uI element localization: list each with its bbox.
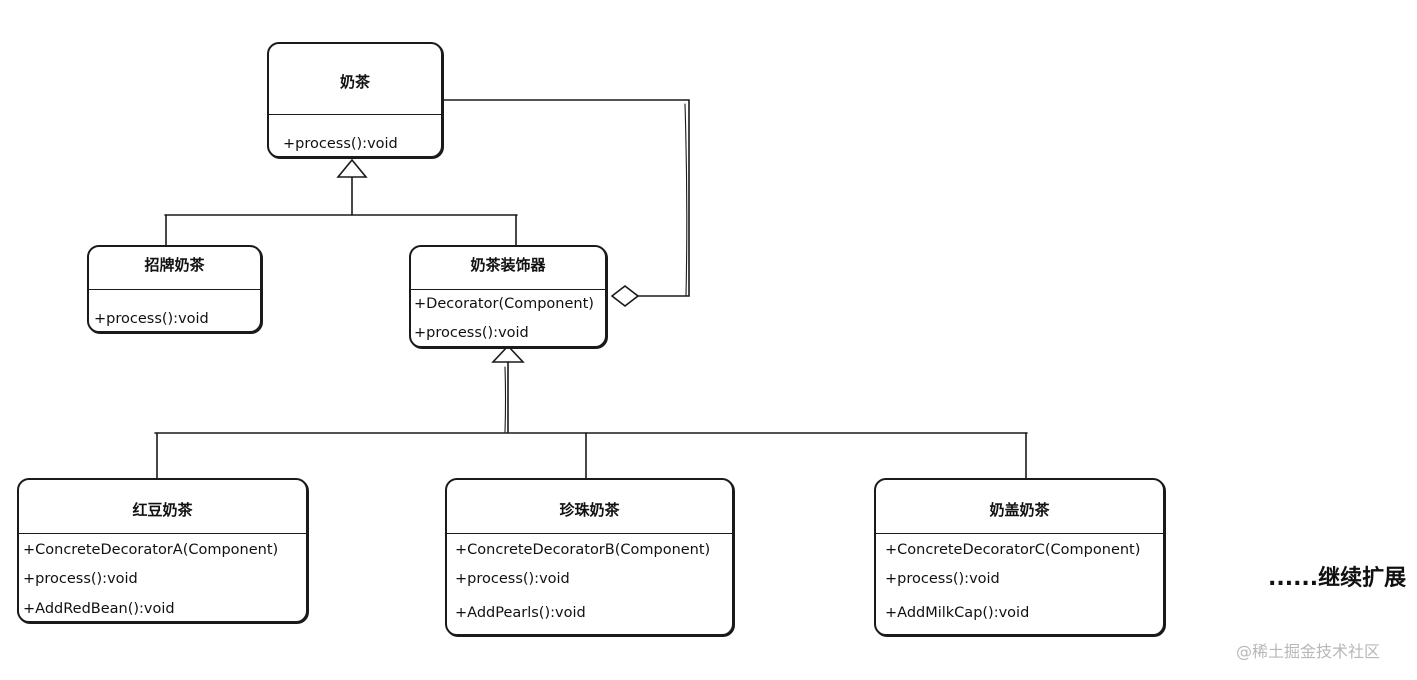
class-box-milk-tea-decorator: 奶茶装饰器 +Decorator(Component) +process():v…: [409, 245, 607, 348]
class-title-milk-tea-decorator: 奶茶装饰器: [470, 256, 546, 274]
method-process: +process():void: [23, 571, 138, 587]
class-divider: [411, 289, 605, 290]
class-title-red-bean-milk-tea: 红豆奶茶: [132, 501, 193, 519]
method-add-red-bean: +AddRedBean():void: [23, 601, 175, 617]
class-divider: [447, 533, 732, 534]
continue-extending-label: ......继续扩展: [1268, 566, 1407, 591]
class-box-milk-tea: 奶茶 +process():void: [267, 42, 443, 158]
inheritance-arrow-milk-tea: [336, 158, 368, 178]
class-box-signature-milk-tea: 招牌奶茶 +process():void: [87, 245, 262, 333]
class-box-red-bean-milk-tea: 红豆奶茶 +ConcreteDecoratorA(Component) +pro…: [17, 478, 308, 623]
class-box-pearl-milk-tea: 珍珠奶茶 +ConcreteDecoratorB(Component) +pro…: [445, 478, 734, 636]
class-title-signature-milk-tea: 招牌奶茶: [144, 256, 205, 274]
method-process: +process():void: [885, 571, 1000, 587]
class-divider: [89, 289, 260, 290]
class-divider: [269, 114, 441, 115]
method-add-pearls: +AddPearls():void: [455, 605, 586, 621]
method-decorator-constructor: +Decorator(Component): [414, 296, 594, 312]
class-box-milk-cap-tea: 奶盖奶茶 +ConcreteDecoratorC(Component) +pro…: [874, 478, 1165, 636]
class-divider: [19, 533, 306, 534]
class-title-pearl-milk-tea: 珍珠奶茶: [559, 501, 620, 519]
method-concrete-decorator-b: +ConcreteDecoratorB(Component): [455, 542, 711, 558]
watermark: @稀土掘金技术社区: [1236, 642, 1381, 661]
inheritance-line-to-decorator-sketch: [504, 366, 507, 433]
method-add-milk-cap: +AddMilkCap():void: [885, 605, 1030, 621]
method-concrete-decorator-a: +ConcreteDecoratorA(Component): [23, 542, 279, 558]
aggregation-line: [442, 99, 690, 297]
inheritance-arrow-decorator: [491, 344, 525, 363]
method-process: +process():void: [455, 571, 570, 587]
class-title-milk-tea: 奶茶: [339, 73, 370, 91]
aggregation-line-sketch: [684, 103, 688, 297]
method-process: +process():void: [283, 136, 398, 152]
method-process: +process():void: [414, 325, 529, 341]
method-process: +process():void: [94, 311, 209, 327]
method-concrete-decorator-c: +ConcreteDecoratorC(Component): [885, 542, 1141, 558]
class-divider: [876, 533, 1163, 534]
class-title-milk-cap-tea: 奶盖奶茶: [989, 501, 1050, 519]
aggregation-diamond: [610, 284, 640, 308]
